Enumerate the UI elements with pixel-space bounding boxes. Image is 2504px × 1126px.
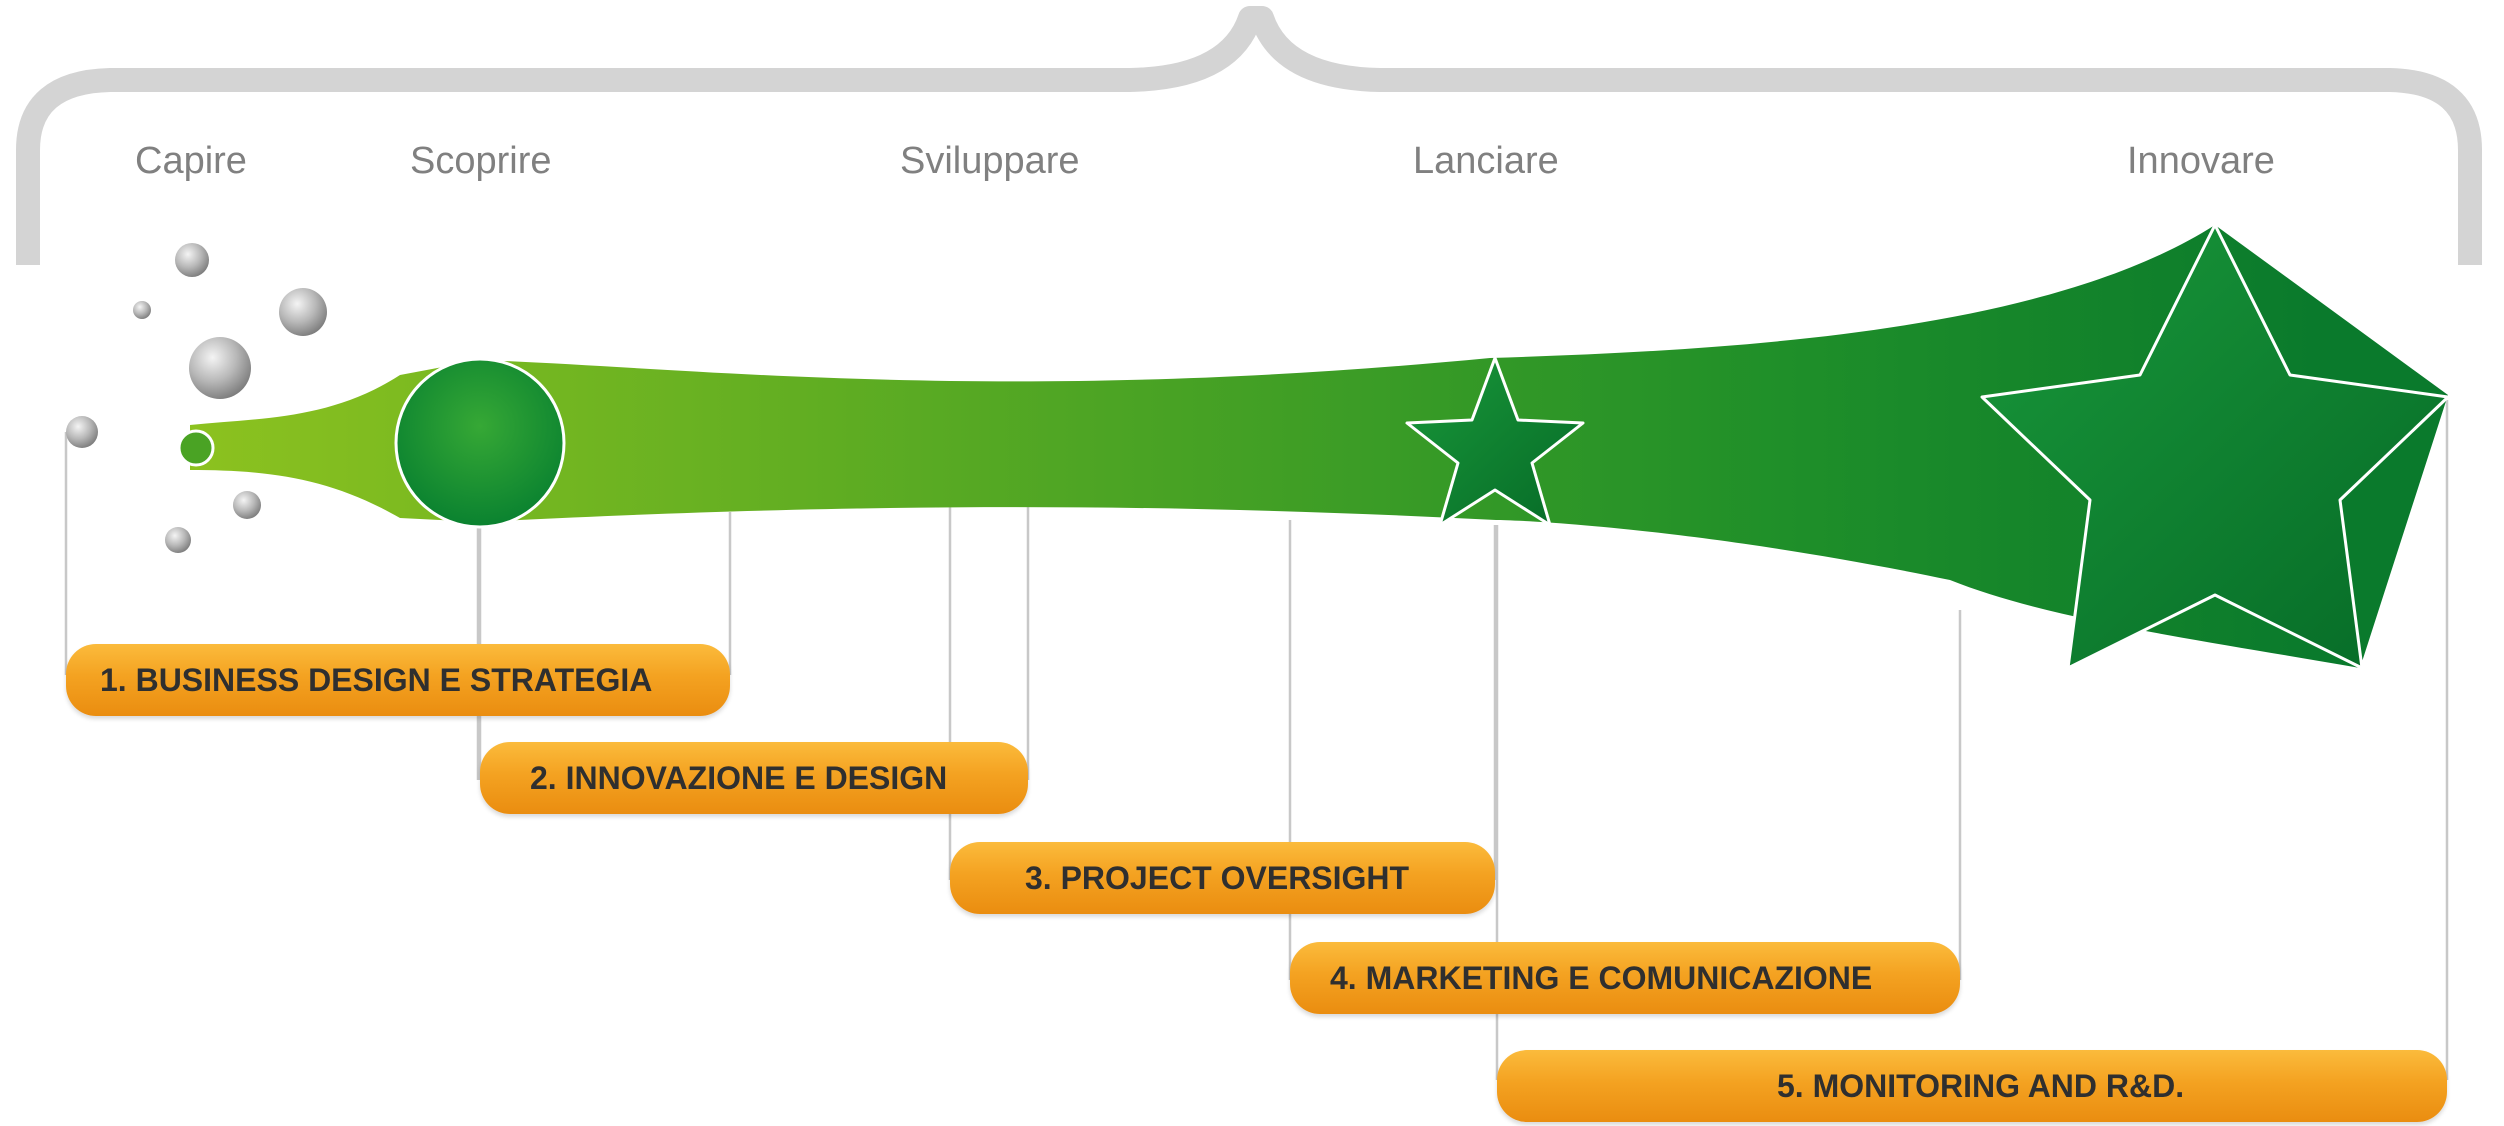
phase-label: 2. INNOVAZIONE E DESIGN <box>530 760 948 796</box>
small-star <box>1405 356 1585 527</box>
phase-label: 1. BUSINESS DESIGN E STRATEGIA <box>100 662 653 698</box>
sphere <box>279 288 327 336</box>
stage-label-capire: Capire <box>135 140 247 182</box>
phase-pill-marketing-comunicazione: 4. MARKETING E COMUNICAZIONE <box>1290 942 1960 1014</box>
phase-pill-business-design: 1. BUSINESS DESIGN E STRATEGIA <box>66 644 730 716</box>
discovery-circle <box>394 357 566 529</box>
growth-trail <box>190 225 2448 668</box>
stage-label-lanciare: Lanciare <box>1413 140 1559 182</box>
phase-pill-innovazione-design: 2. INNOVAZIONE E DESIGN <box>480 742 1028 814</box>
stage-label-scoprire: Scoprire <box>410 140 552 182</box>
phase-label: 3. PROJECT OVERSIGHT <box>1025 860 1410 896</box>
sphere <box>66 416 98 448</box>
phase-label: 5. MONITORING AND R&D. <box>1777 1068 2185 1104</box>
sphere <box>165 527 191 553</box>
phase-pill-project-oversight: 3. PROJECT OVERSIGHT <box>950 842 1495 914</box>
phase-label: 4. MARKETING E COMUNICAZIONE <box>1330 960 1873 996</box>
big-star <box>1980 223 2450 670</box>
top-bracket <box>16 6 2482 265</box>
stage-label-innovare: Innovare <box>2127 140 2275 182</box>
seed-circle <box>177 429 215 467</box>
sphere <box>133 301 151 319</box>
phase-pill-monitoring-rd: 5. MONITORING AND R&D. <box>1497 1050 2447 1122</box>
sphere <box>233 491 261 519</box>
sphere <box>189 337 251 399</box>
sphere-cluster <box>66 243 327 553</box>
stage-label-sviluppare: Sviluppare <box>900 140 1080 182</box>
sphere <box>175 243 209 277</box>
